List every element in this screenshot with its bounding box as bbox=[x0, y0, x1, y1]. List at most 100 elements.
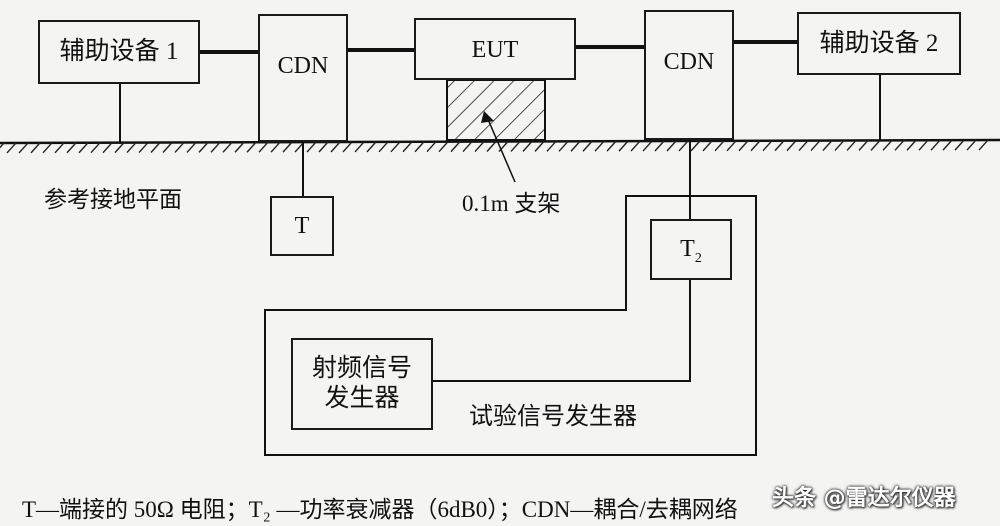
ground-hatch-mark bbox=[66, 142, 77, 154]
ground-hatch-mark bbox=[846, 139, 857, 151]
ground-hatch-mark bbox=[450, 141, 461, 153]
ground-hatch-mark bbox=[6, 142, 17, 154]
ground-hatch-mark bbox=[798, 140, 809, 152]
ground-hatch-mark bbox=[90, 142, 101, 154]
ground-plane-hatch bbox=[0, 139, 989, 154]
ground-hatch-mark bbox=[138, 142, 149, 154]
ground-hatch-mark bbox=[174, 141, 185, 153]
ground-hatch-mark bbox=[534, 140, 545, 152]
eut-label: EUT bbox=[471, 37, 519, 63]
wire-attenuator-to-rf-generator bbox=[433, 280, 691, 382]
ground-hatch-mark bbox=[258, 141, 269, 153]
ground-hatch-mark bbox=[954, 139, 965, 151]
ground-hatch-mark bbox=[78, 142, 89, 154]
ground-hatch-mark bbox=[906, 139, 917, 151]
ground-hatch-mark bbox=[162, 142, 173, 153]
ground-hatch-mark bbox=[486, 141, 497, 152]
ground-hatch-mark bbox=[570, 140, 581, 152]
ground-hatch-mark bbox=[390, 141, 401, 153]
attenuator-box: T2 bbox=[650, 219, 732, 280]
ground-hatch-mark bbox=[834, 139, 845, 151]
ground-hatch-mark bbox=[630, 140, 641, 152]
ground-hatch-mark bbox=[702, 140, 713, 152]
ground-hatch-mark bbox=[894, 139, 905, 151]
ground-hatch-mark bbox=[930, 139, 941, 151]
ground-hatch-mark bbox=[282, 141, 293, 153]
ground-hatch-mark bbox=[786, 140, 797, 152]
ground-hatch-mark bbox=[510, 140, 521, 152]
aux-equipment-1-box: 辅助设备 1 bbox=[38, 20, 200, 84]
ground-hatch-mark bbox=[330, 141, 341, 153]
caption: T—端接的 50Ω 电阻；T₂ —功率衰减器（6dB0）；CDN—耦合/去耦网络 bbox=[22, 497, 738, 522]
ground-hatch-mark bbox=[714, 140, 725, 152]
cdn-right-label: CDN bbox=[663, 49, 715, 75]
ground-hatch-mark bbox=[942, 139, 953, 151]
ground-hatch-mark bbox=[234, 141, 245, 153]
test-generator-label: 试验信号发生器 bbox=[469, 404, 637, 430]
ground-hatch-mark bbox=[306, 141, 317, 153]
ground-plane-line bbox=[0, 138, 1000, 145]
ground-hatch-mark bbox=[246, 141, 257, 153]
ground-hatch-mark bbox=[474, 141, 485, 153]
ground-hatch-mark bbox=[522, 140, 533, 152]
ground-hatch-mark bbox=[582, 140, 593, 152]
eut-box: EUT bbox=[414, 18, 576, 80]
ground-hatch-mark bbox=[30, 142, 41, 154]
terminator-label: T bbox=[294, 212, 310, 239]
terminator-box: T bbox=[270, 196, 334, 256]
ground-hatch-mark bbox=[114, 142, 125, 154]
ground-hatch-mark bbox=[978, 139, 989, 151]
ground-hatch-mark bbox=[726, 140, 737, 152]
ground-hatch-mark bbox=[270, 141, 281, 153]
ground-hatch-mark bbox=[318, 141, 329, 153]
ground-hatch-mark bbox=[642, 140, 653, 152]
cdn-left-box: CDN bbox=[258, 14, 348, 142]
ground-hatch-mark bbox=[402, 141, 413, 153]
aux-equipment-1-label: 辅助设备 1 bbox=[59, 38, 179, 65]
ground-hatch-mark bbox=[426, 141, 437, 153]
ground-hatch-mark bbox=[54, 142, 65, 154]
ground-hatch-mark bbox=[342, 141, 353, 153]
ground-hatch-mark bbox=[546, 140, 557, 152]
ground-hatch-mark bbox=[690, 140, 701, 152]
stand-label: 0.1m 支架 bbox=[462, 191, 561, 216]
ground-hatch-mark bbox=[186, 141, 197, 153]
ground-hatch-mark bbox=[678, 140, 689, 152]
ground-hatch-mark bbox=[150, 142, 161, 153]
attenuator-label: T2 bbox=[680, 236, 702, 267]
ground-plane-label: 参考接地平面 bbox=[44, 187, 182, 212]
ground-hatch-mark bbox=[354, 141, 365, 153]
ground-hatch-mark bbox=[462, 141, 473, 153]
ground-hatch-mark bbox=[774, 140, 785, 152]
ground-hatch-mark bbox=[654, 140, 665, 152]
ground-hatch-mark bbox=[870, 139, 881, 151]
watermark: 头条 @雷达尔仪器 bbox=[772, 486, 956, 511]
ground-hatch-mark bbox=[366, 141, 377, 153]
ground-hatch-mark bbox=[102, 142, 113, 154]
cdn-right-box: CDN bbox=[644, 10, 734, 140]
ground-hatch-mark bbox=[198, 141, 209, 153]
ground-hatch-mark bbox=[594, 140, 605, 152]
ground-hatch-mark bbox=[822, 140, 833, 151]
ground-hatch-mark bbox=[222, 141, 233, 153]
ground-hatch-mark bbox=[762, 140, 773, 152]
ground-hatch-mark bbox=[414, 141, 425, 153]
ground-hatch-mark bbox=[858, 139, 869, 151]
rf-generator-label-line1: 射频信号 bbox=[311, 355, 412, 382]
stand-leader-line bbox=[486, 116, 516, 183]
ground-hatch-mark bbox=[18, 142, 29, 154]
attenuator-subscript: 2 bbox=[694, 251, 702, 267]
aux-equipment-2-label: 辅助设备 2 bbox=[819, 29, 939, 57]
ground-hatch-mark bbox=[882, 139, 893, 151]
ground-hatch-mark bbox=[606, 140, 617, 152]
ground-hatch-mark bbox=[918, 139, 929, 151]
ground-hatch-mark bbox=[750, 140, 761, 152]
test-generator-outline bbox=[264, 195, 757, 456]
ground-hatch-mark bbox=[210, 141, 221, 153]
cdn-left-label: CDN bbox=[277, 53, 329, 79]
ground-hatch-mark bbox=[126, 142, 137, 154]
ground-hatch-mark bbox=[810, 140, 821, 152]
ground-hatch-mark bbox=[378, 141, 389, 153]
